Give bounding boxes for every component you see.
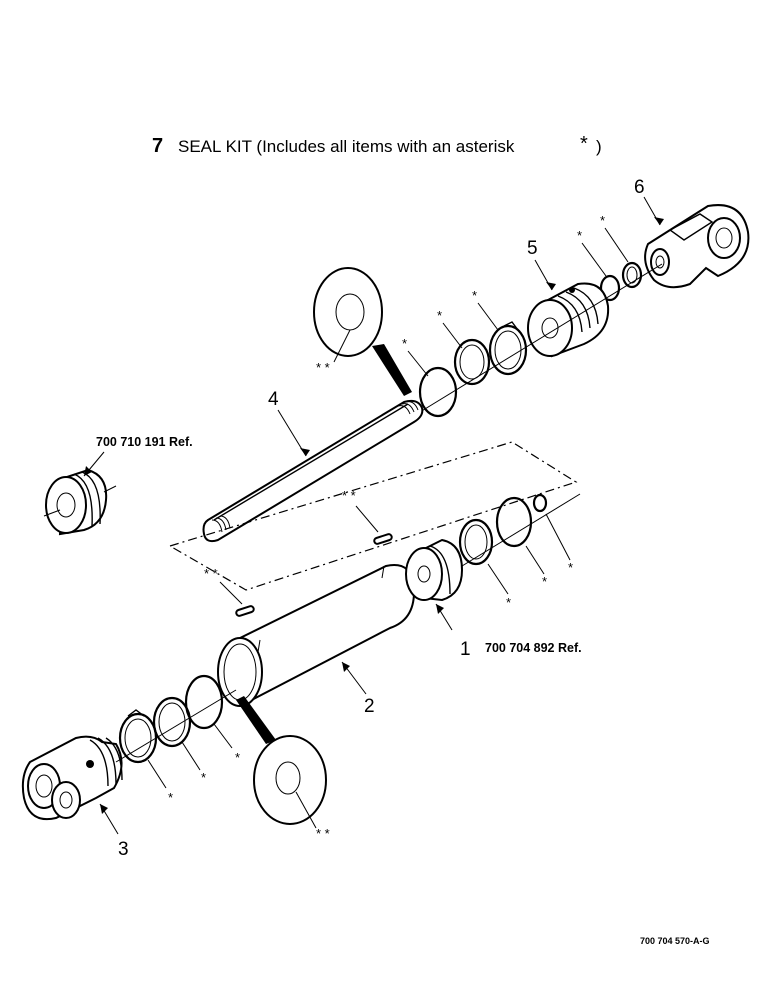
piston-ring-b: [495, 496, 533, 548]
callout-2: 2: [364, 696, 375, 717]
part-1-piston: [405, 538, 464, 602]
double-asterisk-mark: * *: [204, 566, 218, 581]
asterisk-mark: *: [437, 308, 442, 323]
part-2-cylinder-barrel: [217, 564, 416, 707]
ref-gland-assembly: [43, 468, 117, 536]
asterisk-mark: *: [472, 288, 477, 303]
callout-3: 3: [118, 839, 129, 860]
callout-1: 1: [460, 639, 471, 660]
asterisk-mark: *: [506, 595, 511, 610]
asterisk-mark: *: [600, 213, 605, 228]
drawing-code: 700 704 570-A-G: [640, 936, 710, 946]
asterisk-mark: *: [168, 790, 173, 805]
seal-ring-a: [621, 261, 643, 289]
part-5-rod-gland: [527, 282, 610, 358]
callout-5: 5: [527, 238, 538, 259]
double-asterisk-mark: * *: [316, 360, 330, 375]
gland-ref-label: 700 710 191 Ref.: [96, 435, 193, 449]
double-asterisk-mark: * *: [342, 488, 356, 503]
o-ring-upper: [418, 366, 458, 418]
seal-ring-b: [599, 274, 621, 302]
seal-kit-number: 7: [152, 135, 163, 157]
backup-ring-lower: [152, 696, 192, 748]
part-6-clevis: [644, 204, 750, 289]
asterisk-mark: *: [542, 574, 547, 589]
o-ring-lower: [184, 674, 224, 730]
asterisk-mark: *: [201, 770, 206, 785]
asterisk-mark: *: [235, 750, 240, 765]
seal-kit-close-paren: ): [596, 137, 602, 156]
wiper-seal-detail-lower: [236, 696, 327, 825]
part-3-end-cap-clevis: [21, 735, 123, 820]
asterisk-mark: *: [577, 228, 582, 243]
barrel-pin-lower: [235, 605, 255, 617]
seal-kit-title: SEAL KIT (Includes all items with an ast…: [178, 137, 515, 156]
asterisk-mark: *: [568, 560, 573, 575]
piston-ring-a: [458, 518, 494, 566]
double-asterisk-mark: * *: [316, 826, 330, 841]
assembly-outline: [168, 441, 578, 591]
callout-4: 4: [268, 389, 279, 410]
piston-ref-label: 700 704 892 Ref.: [485, 641, 582, 655]
seal-kit-asterisk: *: [580, 133, 588, 155]
piston-ring-c: [532, 493, 548, 513]
callout-6: 6: [634, 177, 645, 198]
backup-ring-upper: [453, 338, 491, 386]
asterisk-mark: *: [402, 336, 407, 351]
barrel-pin-upper: [373, 533, 393, 545]
snap-ring-lower: [118, 709, 158, 764]
part-4-piston-rod: [202, 399, 424, 543]
wiper-seal-detail-upper: [313, 267, 412, 396]
